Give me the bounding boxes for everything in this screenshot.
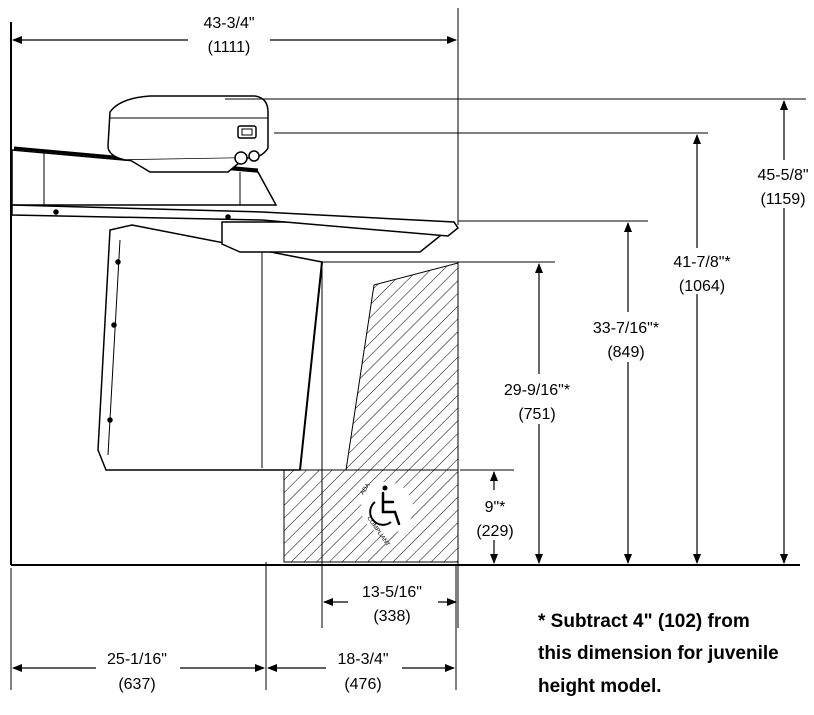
knee-clearance-zone: [345, 262, 459, 471]
counter-plate: [11, 204, 460, 237]
seal-text-top: ADA: [360, 483, 372, 497]
knee-clearance-metric: (751): [518, 406, 555, 423]
toe-clearance-metric: (229): [476, 523, 513, 540]
overall-width-imperial: 43-3/4": [203, 15, 254, 32]
pedestal: [97, 224, 323, 471]
wheelchair-icon: [381, 491, 401, 526]
rim-height-metric: (849): [607, 344, 644, 361]
knee-depth-metric: (338): [373, 608, 410, 625]
overall-height-metric: (1159): [760, 191, 805, 208]
extension-lines: [10, 8, 806, 690]
control-knob: [234, 151, 248, 165]
spout-height-metric: (1064): [679, 278, 725, 295]
label-masks: [96, 12, 814, 696]
knee-clearance-imperial: 29-9/16"*: [504, 382, 570, 399]
spout-height-imperial: 41-7/8"*: [673, 254, 730, 271]
front-to-edge-imperial: 18-3/4": [337, 651, 388, 668]
wall-to-front-imperial: 25-1/16": [107, 651, 167, 668]
overall-height-imperial: 45-5/8": [757, 167, 808, 184]
dimension-labels: 43-3/4" (1111) 45-5/8" (1159) 41-7/8"* (…: [107, 15, 809, 693]
knee-depth-imperial: 13-5/16": [362, 584, 422, 601]
front-to-edge-metric: (476): [344, 676, 381, 693]
bubbler-head: [107, 95, 269, 161]
wall-and-floor: [10, 22, 800, 566]
footnote-line-1: * Subtract 4" (102) from: [538, 611, 750, 632]
rim-height-imperial: 33-7/16"*: [593, 320, 659, 337]
fountain-unit: [11, 95, 460, 471]
footnote: * Subtract 4" (102) from this dimension …: [538, 611, 779, 697]
footnote-line-2: this dimension for juvenile: [538, 643, 779, 664]
wall-to-front-metric: (637): [118, 676, 155, 693]
footnote-line-3: height model.: [538, 676, 662, 697]
overall-width-metric: (1111): [208, 39, 251, 56]
toe-clearance-imperial: 9"*: [485, 499, 506, 516]
